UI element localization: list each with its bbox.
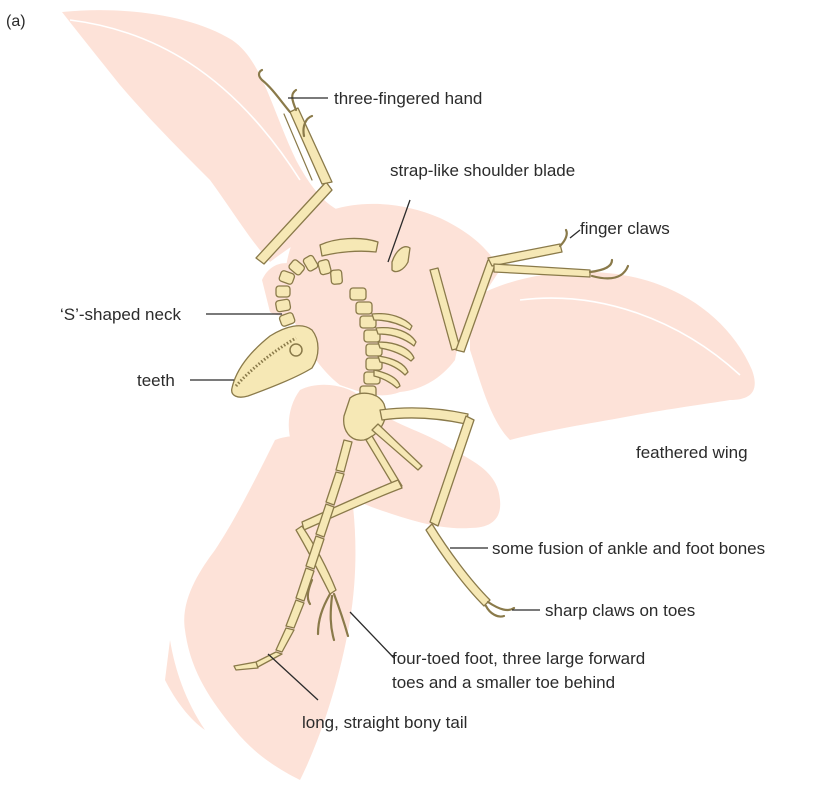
label-ankle-fusion: some fusion of ankle and foot bones [492,539,765,558]
label-three-fingered-hand: three-fingered hand [334,89,482,108]
panel-label: (a) [6,13,26,30]
label-teeth: teeth [137,371,175,390]
leader-foot [350,612,394,658]
left-hand-claw-2 [292,90,296,110]
right-fingers [494,264,590,277]
right-toe-claw-1 [488,602,514,610]
leader-finger-claws [570,230,580,238]
label-strap-like-shoulder-blade: strap-like shoulder blade [390,161,575,180]
right-hand [488,244,562,266]
right-wing-feathers [470,272,755,440]
right-metatarsus [426,524,490,606]
label-feathered-wing: feathered wing [636,443,748,462]
label-four-toed-foot-line1: four-toed foot, three large forward [392,649,645,668]
skull [232,326,318,397]
right-hand-claw-2 [590,260,612,272]
label-four-toed-foot-line2: toes and a smaller toe behind [392,673,615,692]
label-s-shaped-neck: ‘S’-shaped neck [60,305,181,324]
right-toe-claw-2 [486,606,504,617]
label-long-bony-tail: long, straight bony tail [302,713,467,732]
label-finger-claws: finger claws [580,219,670,238]
label-sharp-claws-on-toes: sharp claws on toes [545,601,695,620]
right-hand-claw-1 [560,230,567,246]
